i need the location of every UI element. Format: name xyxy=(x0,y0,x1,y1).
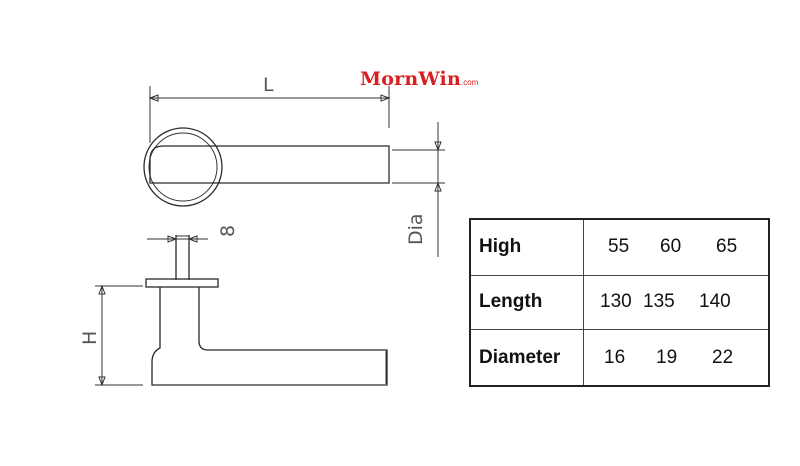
table-cell: 22 xyxy=(712,346,734,368)
table-cell: 130 xyxy=(600,291,632,313)
table-cell: 55 xyxy=(608,236,630,258)
row-values-high: 55 60 65 xyxy=(583,218,770,276)
diameter-label: Dia xyxy=(405,213,427,245)
table-cell: 140 xyxy=(699,291,731,313)
table-cell: 16 xyxy=(604,346,626,368)
table-row: High 55 60 65 xyxy=(469,218,770,276)
rose-plate-side xyxy=(145,278,219,288)
row-values-length: 130 135 140 xyxy=(583,274,770,331)
height-label: H xyxy=(79,330,101,345)
table-cell: 19 xyxy=(656,346,678,368)
rose-inner-outline xyxy=(148,132,218,202)
table-row: Length 130 135 140 xyxy=(469,274,770,331)
spec-table: High 55 60 65 Length 130 135 140 Diameter 16… xyxy=(469,218,770,387)
length-label: L xyxy=(263,74,274,96)
rose-outline xyxy=(143,127,223,207)
row-label-length: Length xyxy=(469,274,584,331)
table-cell: 65 xyxy=(716,236,738,258)
mornwin-logo: MornWin.com xyxy=(360,68,478,90)
row-values-diameter: 16 19 22 xyxy=(583,329,770,387)
table-cell: 60 xyxy=(660,236,682,258)
table-cell: 135 xyxy=(643,291,675,313)
rose-diameter-label: 8 xyxy=(217,224,239,237)
table-row: Diameter 16 19 22 xyxy=(469,329,770,387)
logo-domain: .com xyxy=(460,78,479,87)
logo-brand: MornWin xyxy=(360,68,461,90)
lever-side-view xyxy=(151,287,388,386)
row-label-diameter: Diameter xyxy=(469,329,584,387)
row-label-high: High xyxy=(469,218,584,276)
lever-top-view xyxy=(149,145,390,184)
